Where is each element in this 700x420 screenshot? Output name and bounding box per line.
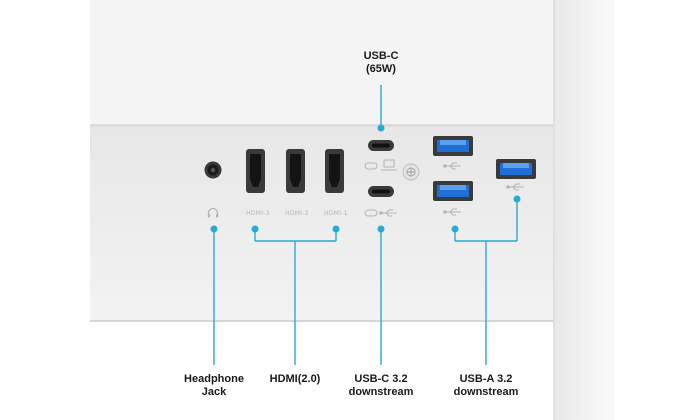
usb-c-65w-callout: USB-C (65W) [351, 50, 411, 76]
hdmi-1-label: HDMI-1 [324, 210, 348, 217]
kensington-lock-icon [402, 163, 420, 181]
usb-icon [443, 162, 461, 170]
usb-c-icon [364, 162, 378, 170]
usb-icon [443, 208, 461, 216]
headphone-jack-callout: Headphone Jack [169, 373, 259, 399]
hdmi-3-dot [251, 225, 259, 233]
usb-c-icon [364, 209, 378, 217]
callout-dots [210, 124, 521, 233]
callout-lines [213, 85, 518, 365]
monitor-housing [90, 0, 615, 420]
usb-c-downstream-dot [377, 225, 385, 233]
hdmi-port-1 [325, 149, 344, 193]
headphone-jack-port [204, 161, 222, 179]
headphone-dot [210, 225, 218, 233]
hdmi-2-label: HDMI-2 [285, 210, 309, 217]
usb-a-right-dot [513, 195, 521, 203]
hdmi-port-3 [246, 149, 265, 193]
hdmi-3-label: HDMI-3 [246, 210, 270, 217]
usb-c-downstream-callout: USB-C 3.2 downstream [336, 373, 426, 399]
usb-a-port-2 [433, 181, 473, 201]
usb-icon [379, 209, 397, 217]
usb-c-port-downstream [368, 186, 394, 197]
usb-c-down-line1: USB-C 3.2 [354, 373, 408, 385]
usb-a-down-line1: USB-A 3.2 [459, 373, 513, 385]
usb-icon [506, 183, 524, 191]
usb-a-downstream-callout: USB-A 3.2 downstream [441, 373, 531, 399]
usb-a-down-line2: downstream [453, 386, 519, 398]
laptop-icon [381, 159, 397, 171]
headphone-callout-line1: Headphone [184, 373, 244, 385]
hdmi-port-2 [286, 149, 305, 193]
hdmi-1-dot [332, 225, 340, 233]
usb-c-port-upstream [368, 140, 394, 151]
usb-c-callout-line1: USB-C [363, 50, 399, 62]
hdmi-callout-line1: HDMI(2.0) [269, 373, 321, 385]
headphone-callout-line2: Jack [201, 386, 227, 398]
usb-c-upstream-dot [377, 124, 385, 132]
usb-a-port-1 [433, 136, 473, 156]
headphone-icon [207, 207, 219, 218]
usb-c-callout-line2: (65W) [366, 63, 396, 75]
usb-a-left-dot [451, 225, 459, 233]
hdmi-callout: HDMI(2.0) [250, 373, 340, 386]
usb-c-down-line2: downstream [348, 386, 414, 398]
usb-a-port-3 [496, 159, 536, 179]
